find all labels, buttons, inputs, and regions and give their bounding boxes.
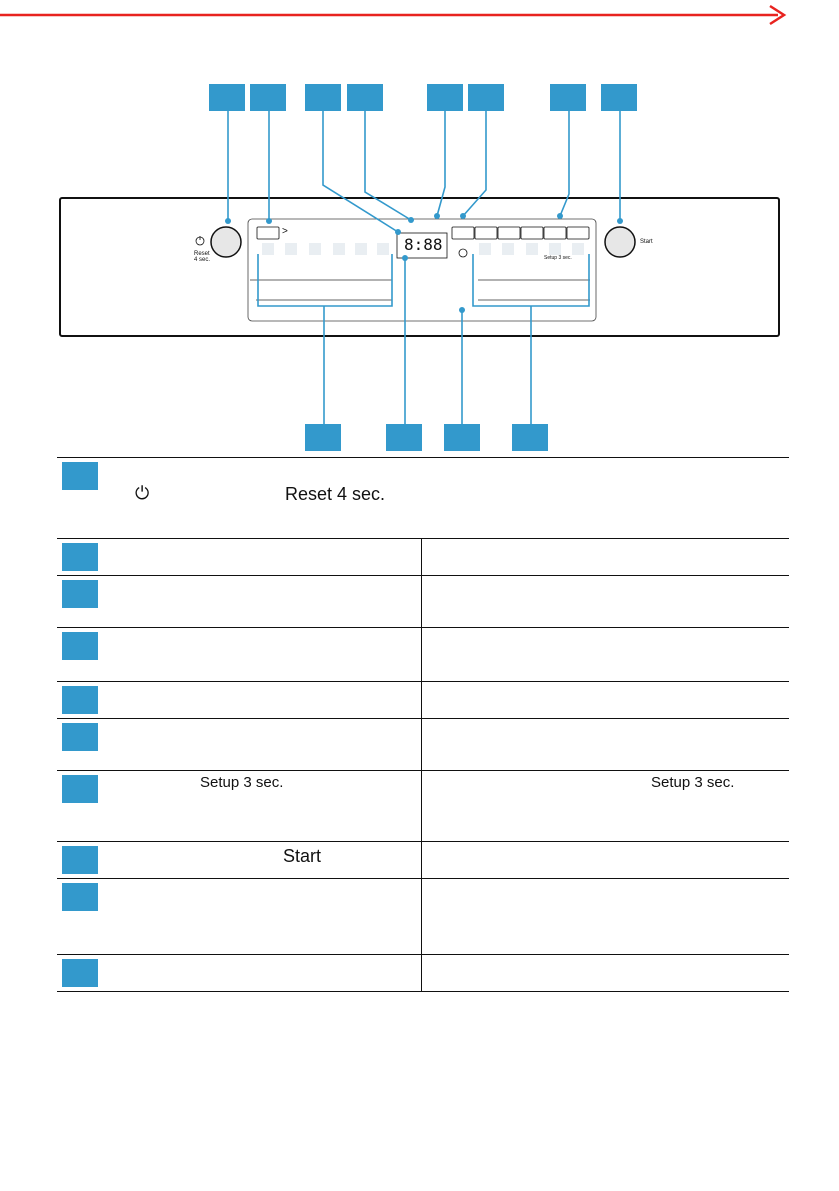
table-row — [57, 878, 789, 954]
option-indicators-right — [479, 243, 584, 255]
setup-label: Setup 3 sec. — [544, 255, 572, 261]
digital-display — [396, 232, 448, 259]
callout-6 — [468, 84, 504, 111]
program-indicators-left — [262, 243, 389, 255]
callout-7 — [550, 84, 586, 111]
callout-12 — [512, 424, 548, 451]
program-arrow: > — [282, 226, 288, 237]
callout-5 — [427, 84, 463, 111]
row-marker — [62, 846, 98, 874]
display-readout: 8:88 — [404, 235, 443, 254]
row-marker — [62, 883, 98, 911]
table-row: ⏻ Reset 4 sec. — [57, 457, 789, 538]
row-inline-text: Setup 3 sec. — [651, 774, 735, 791]
option-buttons — [451, 226, 590, 240]
row-marker — [62, 632, 98, 660]
panel-inner — [247, 218, 597, 322]
table-row — [57, 681, 789, 718]
callout-9 — [305, 424, 341, 451]
program-button — [256, 226, 280, 240]
table-row: Start — [57, 841, 789, 878]
table-row — [57, 627, 789, 681]
callout-11 — [444, 424, 480, 451]
control-panel-diagram — [59, 110, 780, 424]
timer-icon — [458, 248, 468, 258]
row-inline-text: Reset 4 sec. — [285, 484, 386, 504]
row-marker — [62, 775, 98, 803]
row-inline-text: Start — [283, 846, 322, 866]
start-button-label: Start — [640, 239, 653, 245]
row-marker — [62, 959, 98, 987]
start-button — [604, 226, 636, 258]
row-marker — [62, 723, 98, 751]
row-marker — [62, 543, 98, 571]
row-marker — [62, 462, 98, 490]
panel-outer — [59, 197, 780, 337]
table-row — [57, 575, 789, 627]
callout-10 — [386, 424, 422, 451]
callout-4 — [347, 84, 383, 111]
table-row — [57, 954, 789, 991]
callout-2 — [250, 84, 286, 111]
callout-8 — [601, 84, 637, 111]
table-row — [57, 538, 789, 575]
power-button-label: Reset 4 sec. — [194, 251, 211, 263]
row-marker — [62, 580, 98, 608]
callout-3 — [305, 84, 341, 111]
row-inline-text: Setup 3 sec. — [200, 774, 284, 791]
legend-table: ⏻ Reset 4 sec. Setup 3 sec. Setup 3 sec.… — [57, 457, 789, 992]
arrow-right-icon — [0, 4, 787, 26]
power-icon: ⏻ — [135, 483, 150, 503]
power-button — [210, 226, 242, 258]
callout-1 — [209, 84, 245, 111]
table-row — [57, 718, 789, 770]
table-row: Setup 3 sec. Setup 3 sec. — [57, 770, 789, 841]
row-marker — [62, 686, 98, 714]
